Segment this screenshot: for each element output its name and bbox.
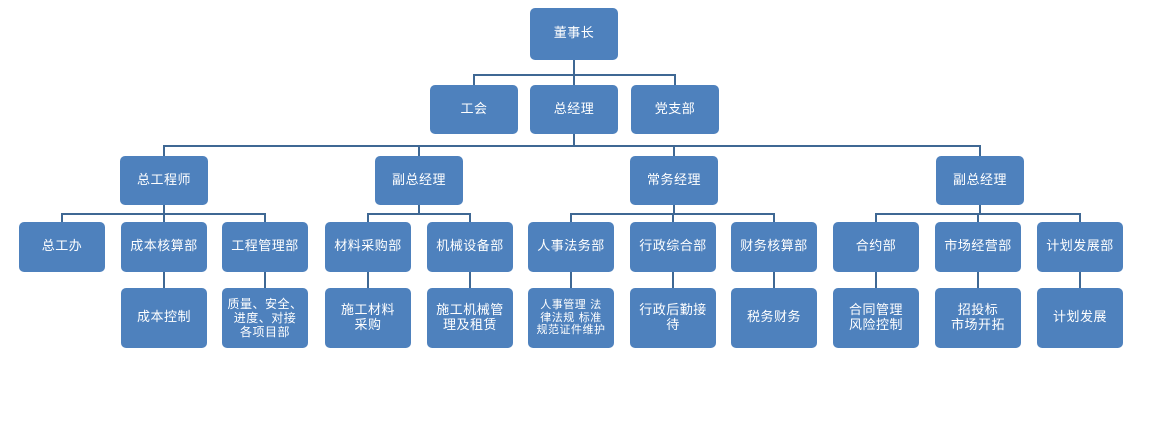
- connector-link-market: [977, 272, 979, 288]
- org-node[interactable]: 总工办: [19, 222, 105, 272]
- org-node[interactable]: 工会: [430, 85, 518, 134]
- org-node[interactable]: 招投标 市场开拓: [935, 288, 1021, 348]
- org-node-label: 计划发展部: [1046, 239, 1114, 255]
- org-node[interactable]: 机械设备部: [427, 222, 513, 272]
- org-node[interactable]: 党支部: [631, 85, 719, 134]
- org-node-label: 副总经理: [952, 172, 1007, 188]
- org-node-label: 工会: [460, 101, 488, 117]
- org-node-label: 副总经理: [391, 172, 446, 188]
- org-node-label: 党支部: [654, 101, 696, 117]
- connector-riser-party: [674, 74, 676, 86]
- connector-riser-material: [367, 213, 369, 223]
- org-node-label: 行政综合部: [639, 239, 707, 255]
- org-node-label: 机械设备部: [436, 239, 504, 255]
- connector-link-cost: [163, 272, 165, 288]
- connector-riser-vgm1: [418, 145, 420, 157]
- org-node-label: 总工程师: [136, 172, 191, 188]
- org-node-label: 人事管理 法 律法规 标准 规范证件维护: [536, 297, 606, 337]
- connector-link-machine: [469, 272, 471, 288]
- connector-riser-cost: [163, 213, 165, 223]
- connector-drop-exec: [673, 205, 675, 214]
- connector-link-hr: [570, 272, 572, 288]
- org-node-label: 施工材料 采购: [340, 302, 395, 333]
- org-node-label: 董事长: [553, 26, 595, 42]
- org-node[interactable]: 合约部: [833, 222, 919, 272]
- connector-riser-machine: [469, 213, 471, 223]
- org-node[interactable]: 施工材料 采购: [325, 288, 411, 348]
- org-node[interactable]: 财务核算部: [731, 222, 817, 272]
- org-node-label: 财务核算部: [740, 239, 808, 255]
- org-node-label: 材料采购部: [334, 239, 402, 255]
- org-node-label: 招投标 市场开拓: [950, 302, 1005, 333]
- connector-link-finance: [773, 272, 775, 288]
- org-node-label: 总工办: [41, 239, 83, 255]
- org-node[interactable]: 成本核算部: [121, 222, 207, 272]
- org-node[interactable]: 市场经营部: [935, 222, 1021, 272]
- org-node-label: 行政后勤接 待: [639, 302, 707, 333]
- connector-riser-chiefeng: [163, 145, 165, 157]
- connector-riser-gongban: [61, 213, 63, 223]
- org-node-label: 质量、安全、 进度、对接 各项目部: [227, 296, 303, 340]
- org-node[interactable]: 计划发展部: [1037, 222, 1123, 272]
- org-node-label: 市场经营部: [944, 239, 1012, 255]
- connector-riser-gm: [573, 74, 575, 86]
- connector-drop-chairman: [573, 60, 575, 75]
- org-node-label: 合约部: [855, 239, 897, 255]
- connector-riser-vgm2: [979, 145, 981, 157]
- org-node[interactable]: 人事法务部: [528, 222, 614, 272]
- org-node[interactable]: 董事长: [530, 8, 618, 60]
- connector-riser-hr: [570, 213, 572, 223]
- org-node-label: 人事法务部: [537, 239, 605, 255]
- connector-link-admin: [672, 272, 674, 288]
- connector-riser-engmgmt: [264, 213, 266, 223]
- org-node[interactable]: 质量、安全、 进度、对接 各项目部: [222, 288, 308, 348]
- connector-link-material: [367, 272, 369, 288]
- org-node[interactable]: 施工机械管 理及租赁: [427, 288, 513, 348]
- org-node[interactable]: 税务财务: [731, 288, 817, 348]
- connector-riser-finance: [773, 213, 775, 223]
- connector-link-plan: [1079, 272, 1081, 288]
- connector-link-engmgmt: [264, 272, 266, 288]
- org-node-label: 税务财务: [746, 310, 801, 326]
- connector-riser-plan: [1079, 213, 1081, 223]
- org-node[interactable]: 合同管理 风险控制: [833, 288, 919, 348]
- org-node[interactable]: 副总经理: [375, 156, 463, 205]
- org-node[interactable]: 工程管理部: [222, 222, 308, 272]
- org-node[interactable]: 计划发展: [1037, 288, 1123, 348]
- connector-drop-vgm1: [418, 205, 420, 214]
- org-node[interactable]: 常务经理: [630, 156, 718, 205]
- org-node[interactable]: 行政综合部: [630, 222, 716, 272]
- org-node[interactable]: 成本控制: [121, 288, 207, 348]
- connector-riser-union: [473, 74, 475, 86]
- org-node-label: 计划发展: [1052, 310, 1107, 326]
- org-node-label: 总经理: [553, 101, 595, 117]
- org-node[interactable]: 人事管理 法 律法规 标准 规范证件维护: [528, 288, 614, 348]
- connector-riser-market: [977, 213, 979, 223]
- connector-link-contract: [875, 272, 877, 288]
- org-node-label: 常务经理: [646, 172, 701, 188]
- connector-riser-admin: [672, 213, 674, 223]
- org-node-label: 成本控制: [136, 310, 191, 326]
- org-node[interactable]: 副总经理: [936, 156, 1024, 205]
- org-node[interactable]: 材料采购部: [325, 222, 411, 272]
- org-node-label: 成本核算部: [130, 239, 198, 255]
- connector-drop-chiefeng: [163, 205, 165, 214]
- connector-riser-contract: [875, 213, 877, 223]
- connector-bus-level3: [163, 145, 980, 147]
- org-node-label: 施工机械管 理及租赁: [436, 302, 504, 333]
- org-node-label: 合同管理 风险控制: [848, 302, 903, 333]
- org-node[interactable]: 行政后勤接 待: [630, 288, 716, 348]
- connector-riser-exec: [673, 145, 675, 157]
- connector-bus-vgm1: [367, 213, 470, 215]
- org-node-label: 工程管理部: [231, 239, 299, 255]
- connector-drop-vgm2: [979, 205, 981, 214]
- connector-drop-gm: [573, 134, 575, 146]
- org-node[interactable]: 总经理: [530, 85, 618, 134]
- org-node[interactable]: 总工程师: [120, 156, 208, 205]
